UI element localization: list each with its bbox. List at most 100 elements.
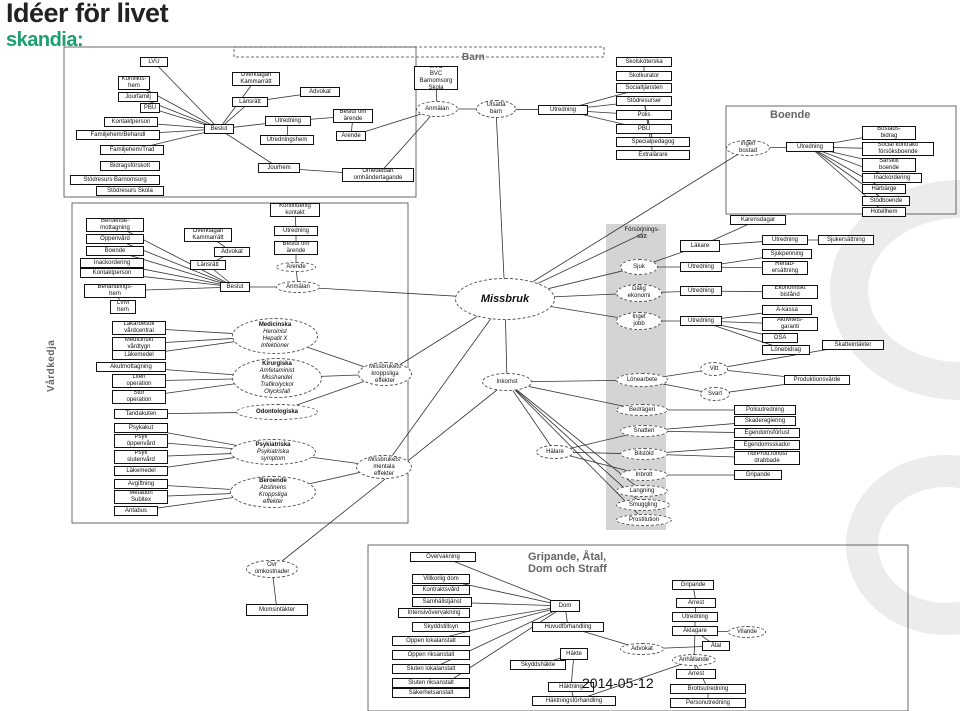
node-stodresurs-skola: Stödresurs Skola bbox=[96, 186, 164, 196]
connector bbox=[573, 659, 695, 702]
node-psyk-slutenvard: Psyk slutenvård bbox=[114, 450, 168, 464]
connector bbox=[504, 147, 749, 300]
node-missbrukets-kroppsliga: Missbrukets kroppsliga effekter bbox=[358, 362, 412, 386]
medicinska-heading: Medicinska bbox=[258, 322, 292, 328]
node-antabus: Antabus bbox=[114, 506, 158, 516]
node-brottsutredning: Brottsutredning bbox=[670, 684, 746, 694]
node-utredning5: Utredning bbox=[680, 262, 722, 272]
section-title-boende: Boende bbox=[770, 109, 811, 121]
connector bbox=[506, 381, 643, 492]
connector bbox=[133, 82, 220, 130]
node-ingen-bostad: Ingen bostad bbox=[726, 140, 770, 156]
section-frame bbox=[367, 544, 909, 711]
node-atal: Åtal bbox=[702, 641, 730, 651]
node-prostitution: Prostitution bbox=[616, 514, 672, 526]
node-beslut-om-arende2: Beslut om ärende bbox=[274, 241, 318, 255]
node-arrest2: Arrest bbox=[676, 669, 716, 679]
node-anmalan2: Anmälan bbox=[276, 281, 320, 293]
node-produktionsvarde: Produktionsvärde bbox=[784, 375, 850, 385]
node-oppenvard: Öppenvård bbox=[86, 234, 144, 244]
node-sjukpenning: Sjukpenning bbox=[762, 249, 812, 259]
connector bbox=[495, 108, 506, 300]
node-liten-operation: Liten operation bbox=[112, 374, 166, 388]
node-forsorjningssatt: Försörjnings- sätt bbox=[624, 227, 660, 240]
connector bbox=[506, 381, 643, 411]
node-bidragsforskott: Bidragsförskott bbox=[100, 161, 160, 171]
node-anmalan1: Anmälan bbox=[416, 101, 458, 117]
node-vilande: Vilande bbox=[728, 626, 766, 638]
connector bbox=[137, 96, 220, 130]
node-metadon: Metadon Subitex bbox=[114, 490, 168, 504]
node-inget-jobb: Inget jobb bbox=[616, 312, 662, 330]
node-polisutredning: Polisutredning bbox=[734, 405, 796, 415]
node-bilstold: Bilstöld bbox=[620, 448, 668, 460]
node-familjehem-behandl: Familjehem/Behandl bbox=[76, 130, 160, 140]
node-egendomsforlust1: Egendomsförlust bbox=[734, 428, 800, 438]
node-social-kontrakt: Social kontrakt/ försöksboende bbox=[862, 142, 934, 156]
node-stodresurser: Stödresurser bbox=[616, 96, 672, 106]
kirurgiska-detail: Amfetaminist Misshandel Trafikolyckor Ol… bbox=[259, 367, 295, 395]
node-extralarare: Extralärare bbox=[616, 150, 690, 160]
node-dom: Dom bbox=[550, 600, 580, 612]
node-utredning7: Utredning bbox=[680, 316, 722, 326]
connector bbox=[506, 381, 556, 453]
node-missbrukets-mentala: Missbrukets mentala effekter bbox=[356, 455, 412, 479]
node-beslut-om-arende1: Beslut om ärende bbox=[333, 109, 373, 123]
date-label: 2014-05-12 bbox=[582, 675, 654, 691]
psykiatriska-heading: Psykiatriska bbox=[255, 441, 291, 448]
node-samhallstjanst: Samhällstjänst bbox=[412, 597, 472, 607]
node-odontologiska: Odontologiska bbox=[236, 404, 318, 420]
node-rehab: Rehab- ersättning bbox=[762, 261, 808, 275]
node-kontraktsvard: Kontraktsvård bbox=[412, 585, 470, 595]
node-villkorlig-dom: Villkorlig dom bbox=[412, 574, 470, 584]
node-arende2: Ärende bbox=[276, 262, 316, 272]
node-inkomst: Inkomst bbox=[482, 373, 532, 391]
node-boende-v: Boende bbox=[86, 246, 144, 256]
section-title-barn: Barn bbox=[462, 52, 485, 63]
node-beslut1: Beslut bbox=[204, 124, 234, 134]
node-bedrageri: Bedrägeri bbox=[616, 404, 668, 416]
node-oppen-lokal: Öppen lokalanstalt bbox=[392, 636, 470, 646]
node-kontaktperson1: Kontaktperson bbox=[104, 117, 158, 127]
node-omedelbart: Omedelbart omhändertagande bbox=[342, 168, 414, 182]
node-utredning8: Utredning bbox=[672, 612, 718, 622]
node-lvu: LVU bbox=[140, 57, 168, 67]
section-frame bbox=[71, 202, 409, 524]
node-skyddshakte: Skyddshäkte bbox=[510, 660, 566, 670]
connector bbox=[506, 381, 645, 521]
beroende-heading: Beroende bbox=[259, 478, 287, 484]
node-lonearbete: Lönearbete bbox=[616, 373, 668, 387]
node-hotellhem: Hotellhem bbox=[862, 207, 906, 217]
node-oppen-riks: Öppen riksanstalt bbox=[392, 650, 470, 660]
node-sarskilt-boende: Särskilt boende bbox=[862, 158, 916, 172]
node-utredningshem: Utredningshem bbox=[260, 135, 314, 145]
node-anhallande: Anhållande bbox=[672, 654, 716, 666]
node-utredning4: Utredning bbox=[762, 235, 808, 245]
node-stodresurs-barnomsorg: Stödresurs Barnomsorg bbox=[70, 175, 160, 185]
node-egendomsskador: Egendomsskador bbox=[734, 440, 800, 450]
node-beroendemottagning: Beroende- mottagning bbox=[86, 218, 144, 232]
node-utredning-boende: Utredning bbox=[786, 142, 834, 152]
node-overvakning: Övervakning bbox=[410, 552, 476, 562]
node-harbarge: Härbärge bbox=[862, 184, 906, 194]
node-stodboende: Stödboende bbox=[862, 196, 910, 206]
node-tid-prod: Tid/Prod.förlust drabbade bbox=[734, 451, 800, 465]
logo-slogan: Idéer för livet bbox=[6, 0, 169, 28]
node-utredning6: Utredning bbox=[680, 286, 722, 296]
node-overklagan2: Överklagan Kammarrätt bbox=[184, 228, 232, 242]
node-gripande2: Gripande bbox=[672, 580, 714, 590]
node-skolskoterska: Skolsköterska bbox=[616, 57, 672, 67]
node-lakemedel2: Läkemedel bbox=[114, 466, 168, 476]
node-aktivitetsgaranti: Aktivitets- garanti bbox=[762, 317, 818, 331]
node-sjuk: Sjuk bbox=[620, 259, 658, 275]
node-lansratt2: Länsrätt bbox=[190, 260, 226, 270]
psykiatriska-detail: Psykiatriska symptom bbox=[256, 448, 289, 462]
node-langning: Langning bbox=[616, 485, 668, 497]
node-aklagare: Åklagare bbox=[672, 626, 718, 636]
node-lakarbesok: Läkarbesök vårdcentral bbox=[112, 321, 166, 335]
node-medicinskt-vardtygn: Medicinskt vårdtygn bbox=[112, 337, 166, 351]
connector bbox=[114, 250, 236, 288]
